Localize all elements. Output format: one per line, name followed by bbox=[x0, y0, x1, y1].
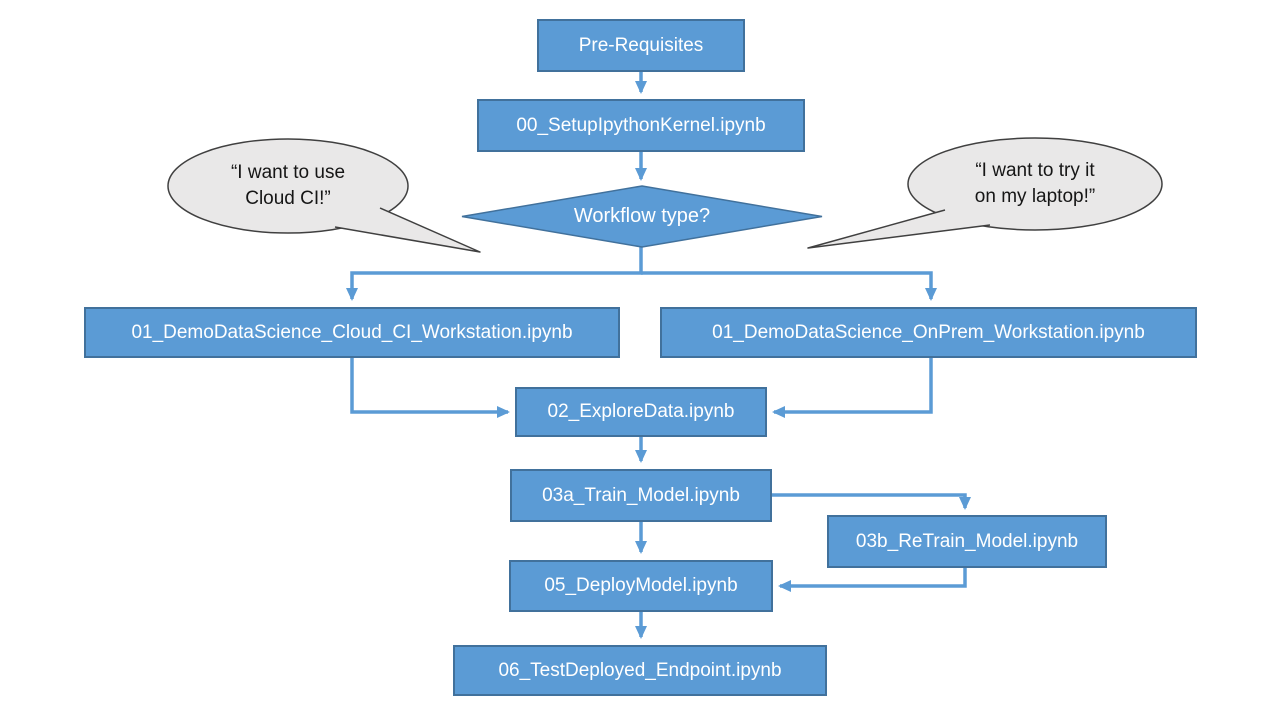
node-deploy-model: 05_DeployModel.ipynb bbox=[509, 560, 773, 612]
diamond-shape bbox=[461, 185, 823, 248]
bubble-right-line2: on my laptop!” bbox=[974, 186, 1096, 207]
bubble-tail bbox=[807, 209, 991, 249]
bubble-right-line1: “I want to try it bbox=[975, 160, 1095, 181]
node-onprem-workstation: 01_DemoDataScience_OnPrem_Workstation.ip… bbox=[660, 307, 1197, 358]
node-label: 02_ExploreData.ipynb bbox=[547, 401, 735, 422]
node-label: 03a_Train_Model.ipynb bbox=[542, 484, 740, 506]
bubble-left-line1: “I want to use bbox=[230, 162, 346, 183]
bubble-ellipse bbox=[907, 137, 1163, 231]
node-label: 06_TestDeployed_Endpoint.ipynb bbox=[498, 659, 782, 681]
bubble-left-line2: Cloud CI!” bbox=[245, 188, 331, 209]
speech-bubble-cloud-ci: “I want to use Cloud CI!” bbox=[150, 130, 510, 260]
edge-train-retrain bbox=[771, 493, 971, 510]
bubble-ellipse bbox=[167, 138, 409, 234]
node-label: 03b_ReTrain_Model.ipynb bbox=[855, 530, 1079, 552]
node-test-deployed-endpoint: 06_TestDeployed_Endpoint.ipynb bbox=[453, 645, 827, 696]
edge-onprem-explore bbox=[772, 358, 933, 418]
edge-decision-onprem bbox=[641, 271, 937, 301]
node-label: 05_DeployModel.ipynb bbox=[544, 575, 738, 596]
edge-cloud-explore bbox=[350, 358, 510, 418]
node-explore-data: 02_ExploreData.ipynb bbox=[515, 387, 767, 437]
node-train-model: 03a_Train_Model.ipynb bbox=[510, 469, 772, 522]
node-prerequisites: Pre-Requisites bbox=[537, 19, 745, 72]
node-retrain-model: 03b_ReTrain_Model.ipynb bbox=[827, 515, 1107, 568]
speech-bubble-laptop: “I want to try it on my laptop!” bbox=[790, 130, 1170, 260]
node-label: 01_DemoDataScience_OnPrem_Workstation.ip… bbox=[712, 321, 1145, 343]
node-setup-ipython-kernel: 00_SetupIpythonKernel.ipynb bbox=[477, 99, 805, 152]
node-label: 00_SetupIpythonKernel.ipynb bbox=[516, 114, 766, 136]
node-cloud-ci-workstation: 01_DemoDataScience_Cloud_CI_Workstation.… bbox=[84, 307, 620, 358]
node-workflow-type-decision: Workflow type? bbox=[460, 185, 824, 248]
node-label: 01_DemoDataScience_Cloud_CI_Workstation.… bbox=[131, 321, 573, 343]
edge-decision-cloud bbox=[346, 247, 643, 301]
node-label: Workflow type? bbox=[573, 205, 711, 227]
node-label: Pre-Requisites bbox=[578, 34, 704, 56]
bubble-tail bbox=[334, 207, 481, 253]
edge-retrain-deploy bbox=[778, 568, 967, 592]
